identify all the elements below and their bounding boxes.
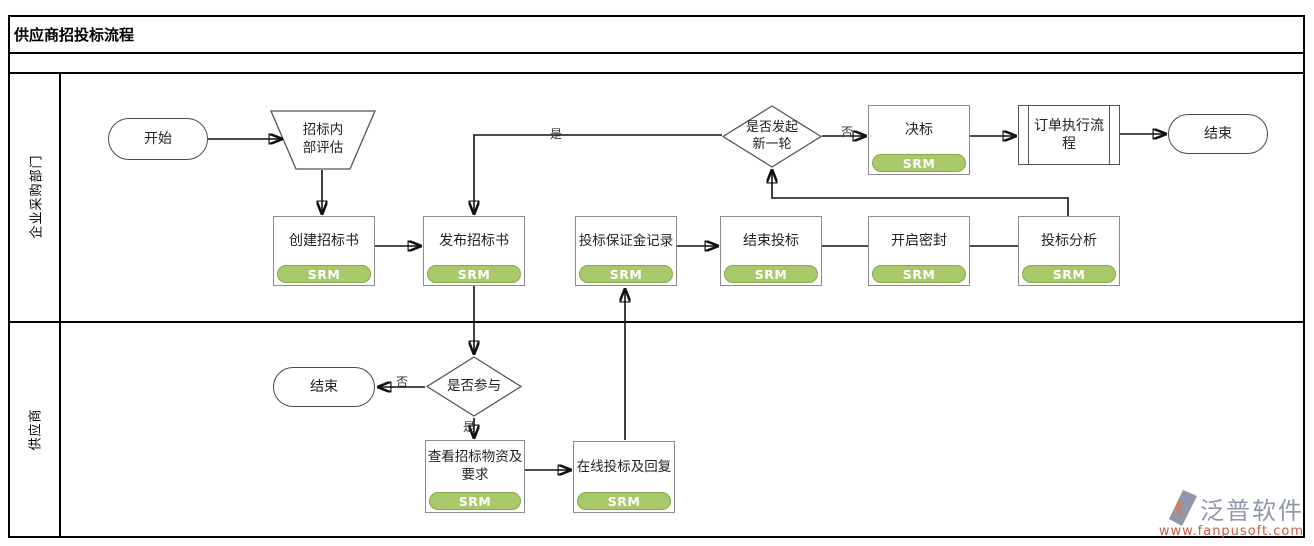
fanpu-logo-icon bbox=[1169, 490, 1197, 526]
node-publish-tender: 发布招标书 SRM bbox=[423, 216, 525, 286]
srm-tag: SRM bbox=[429, 492, 521, 510]
node-bid-analysis-label: 投标分析 bbox=[1041, 233, 1097, 250]
srm-tag: SRM bbox=[579, 265, 673, 283]
watermark: 泛普软件 www.fanpusoft.com bbox=[1159, 490, 1304, 539]
node-new-round-decision-label: 是否发起 新一轮 bbox=[745, 119, 798, 152]
edge-label-participate-yes: 是 bbox=[463, 420, 476, 434]
node-end-main: 结束 bbox=[1168, 114, 1268, 154]
diagram-border bbox=[8, 15, 1305, 538]
node-create-tender-label: 创建招标书 bbox=[289, 233, 359, 250]
node-award: 决标 SRM bbox=[868, 105, 970, 175]
node-order-execution: 订单执行流 程 bbox=[1018, 105, 1120, 165]
node-internal-eval: 招标内 部评估 bbox=[270, 110, 376, 170]
node-bid-bond-record: 投标保证金记录 SRM bbox=[575, 216, 677, 286]
node-order-execution-label: 订单执行流 程 bbox=[1034, 117, 1104, 152]
node-view-tender-materials-label: 查看招标物资及 要求 bbox=[427, 449, 523, 483]
node-online-bid-reply: 在线投标及回复 SRM bbox=[573, 441, 675, 513]
diamond-shape bbox=[426, 356, 522, 417]
predefined-process-line bbox=[1028, 106, 1030, 164]
srm-tag: SRM bbox=[872, 265, 966, 283]
srm-tag: SRM bbox=[277, 265, 371, 283]
trapezoid-shape bbox=[270, 110, 376, 170]
node-create-tender: 创建招标书 SRM bbox=[273, 216, 375, 286]
srm-tag: SRM bbox=[872, 154, 966, 172]
lane-supplier-label: 供应商 bbox=[28, 408, 44, 451]
node-new-round-decision: 是否发起 新一轮 bbox=[722, 105, 822, 168]
diagram-title: 供应商招投标流程 bbox=[14, 26, 135, 44]
node-start-label: 开始 bbox=[144, 130, 172, 147]
srm-tag: SRM bbox=[577, 492, 671, 510]
node-view-tender-materials: 查看招标物资及 要求 SRM bbox=[425, 440, 525, 513]
title-divider bbox=[8, 52, 1305, 54]
srm-tag: SRM bbox=[427, 265, 521, 283]
lane-purchasing-label: 企业采购部门 bbox=[29, 154, 45, 239]
predefined-process-line bbox=[1108, 106, 1110, 164]
phase-row-divider bbox=[8, 72, 1305, 74]
node-participate-decision-label: 是否参与 bbox=[447, 377, 501, 394]
node-online-bid-reply-label: 在线投标及回复 bbox=[576, 458, 672, 475]
node-participate-decision: 是否参与 bbox=[426, 356, 522, 417]
srm-tag: SRM bbox=[724, 265, 818, 283]
node-end-bidding: 结束投标 SRM bbox=[720, 216, 822, 286]
lane-divider bbox=[8, 321, 1305, 323]
watermark-brand: 泛普软件 bbox=[1200, 496, 1304, 525]
edge-label-new-round-no: 否 bbox=[841, 125, 854, 139]
node-end-supplier-label: 结束 bbox=[310, 378, 338, 395]
node-internal-eval-label: 招标内 部评估 bbox=[302, 122, 344, 156]
node-publish-tender-label: 发布招标书 bbox=[439, 233, 509, 250]
node-end-bidding-label: 结束投标 bbox=[743, 233, 799, 250]
node-start: 开始 bbox=[108, 118, 208, 160]
srm-tag: SRM bbox=[1022, 265, 1116, 283]
diamond-shape bbox=[722, 105, 822, 168]
edge-label-participate-no: 否 bbox=[396, 375, 409, 389]
lane-supplier: 供应商 bbox=[10, 323, 59, 536]
node-bid-analysis: 投标分析 SRM bbox=[1018, 216, 1120, 286]
node-open-seal: 开启密封 SRM bbox=[868, 216, 970, 286]
node-end-supplier: 结束 bbox=[273, 367, 375, 407]
lane-label-divider bbox=[59, 72, 61, 538]
watermark-url: www.fanpusoft.com bbox=[1158, 524, 1304, 539]
node-open-seal-label: 开启密封 bbox=[891, 233, 947, 250]
lane-purchasing: 企业采购部门 bbox=[10, 74, 59, 319]
node-bid-bond-record-label: 投标保证金记录 bbox=[578, 232, 674, 249]
node-end-main-label: 结束 bbox=[1204, 125, 1232, 142]
edge-label-new-round-yes: 是 bbox=[550, 127, 563, 141]
node-award-label: 决标 bbox=[905, 122, 933, 139]
